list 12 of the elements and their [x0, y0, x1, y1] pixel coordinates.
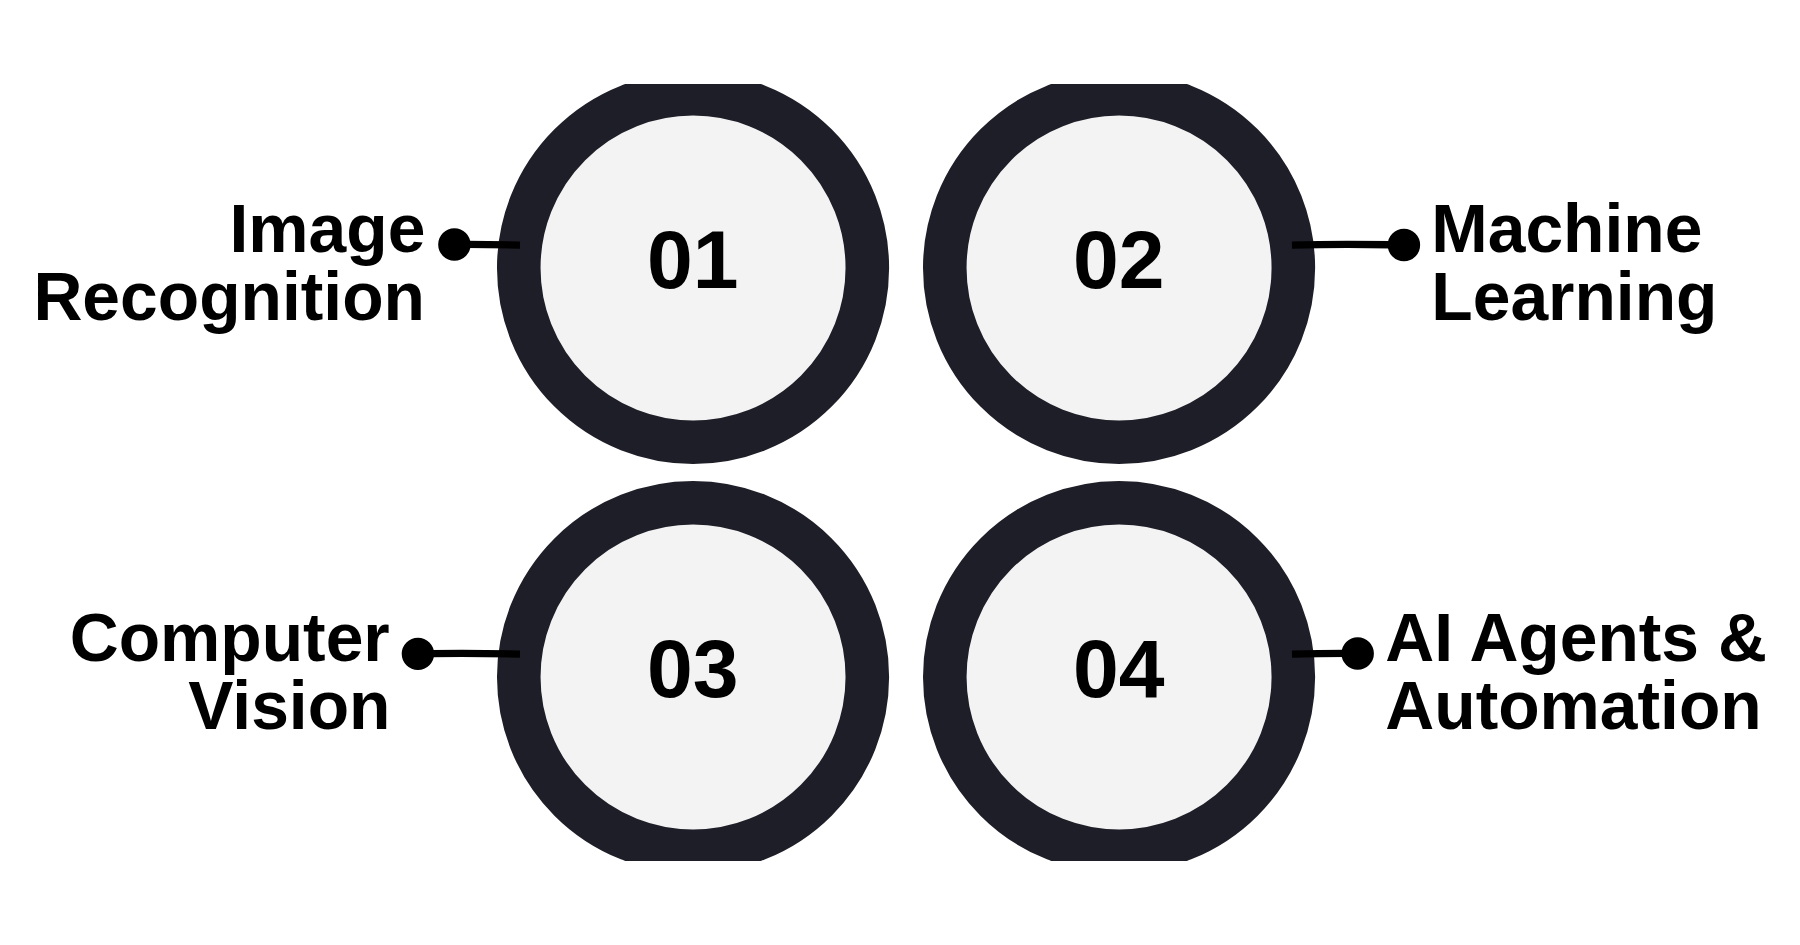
connector: [438, 228, 521, 261]
connector: [1291, 637, 1374, 670]
connector: [1291, 228, 1421, 262]
node-circle: 02: [923, 84, 1316, 465]
node-circle: 01: [496, 84, 890, 465]
node-text: Machine Learning: [1431, 190, 1718, 334]
node-circle: 04: [923, 480, 1316, 861]
node-text: Computer Vision: [69, 600, 391, 743]
node-text: Image Recognition: [33, 190, 426, 334]
connector: [401, 637, 521, 671]
node-circle: 03: [496, 480, 890, 861]
node-text: AI Agents & Automation: [1385, 600, 1767, 743]
